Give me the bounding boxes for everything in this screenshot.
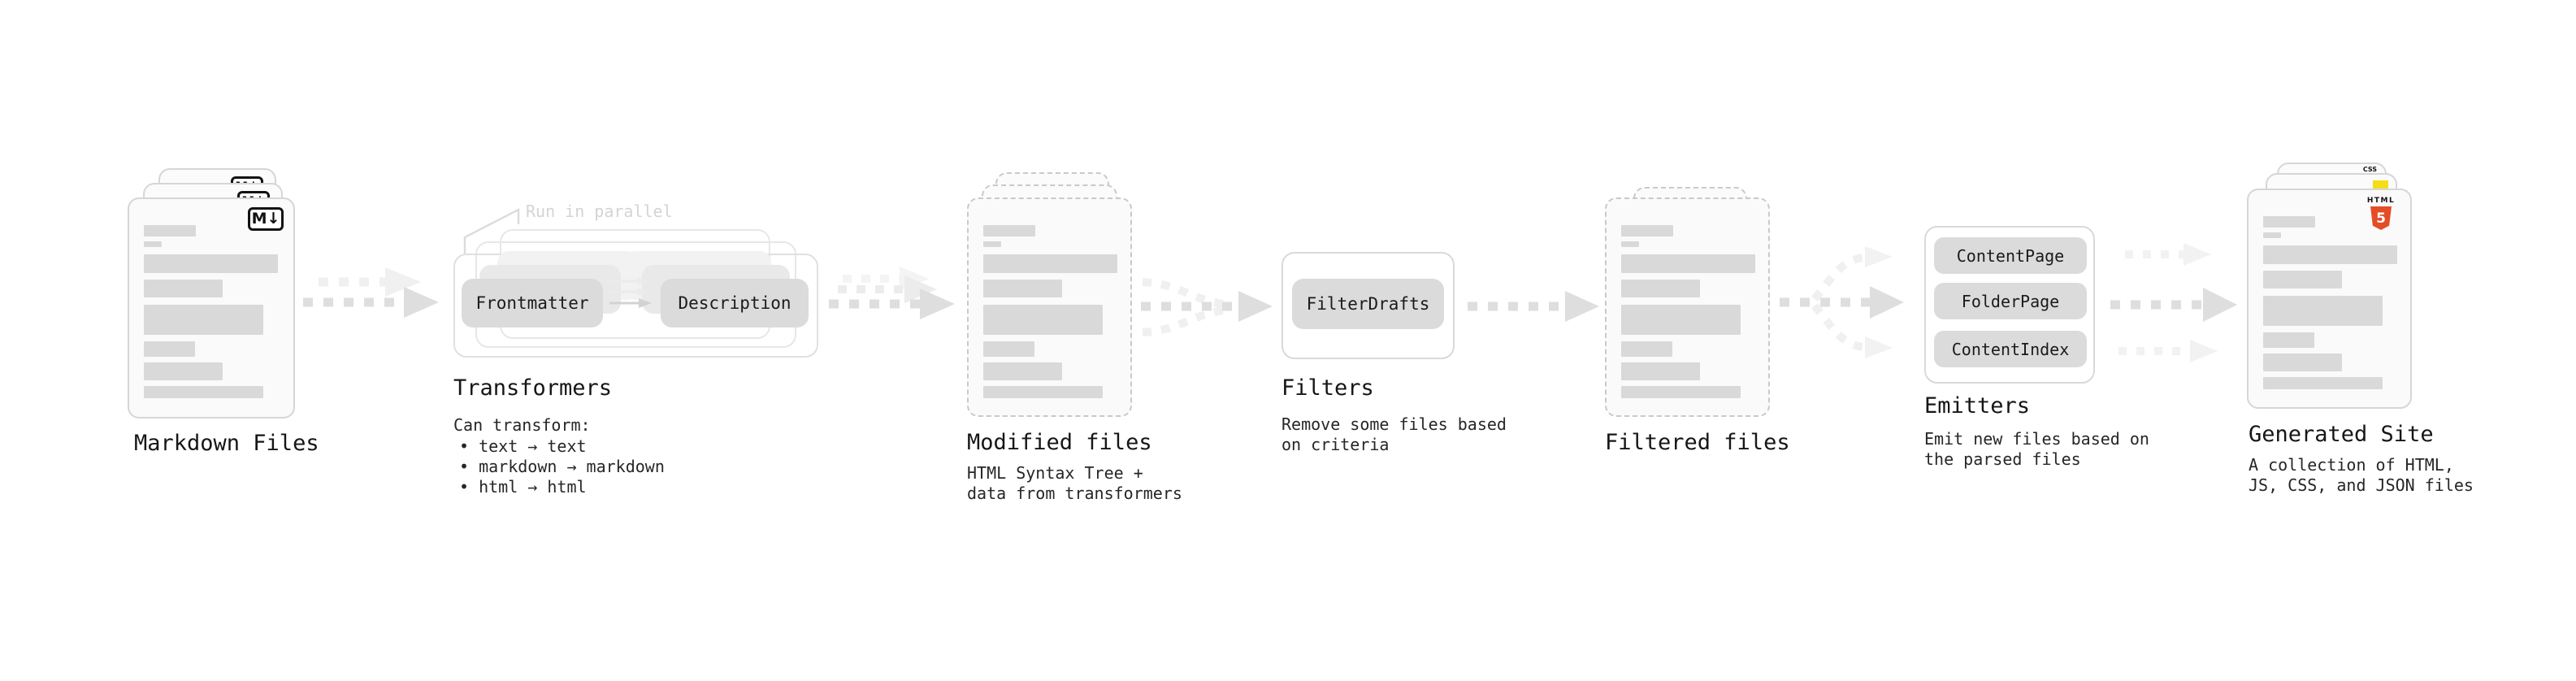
text-line-bar bbox=[144, 254, 278, 273]
text-line-bar bbox=[983, 305, 1103, 335]
filtered-file-card bbox=[1605, 197, 1770, 417]
text-line-bar bbox=[983, 225, 1035, 236]
text-line-bar bbox=[983, 386, 1103, 398]
contentindex-emitter-button: ContentIndex bbox=[1934, 331, 2087, 367]
text-line-bar bbox=[1621, 386, 1741, 398]
note-leader-line bbox=[463, 207, 520, 254]
document-content-bars bbox=[2249, 190, 2410, 407]
markdown-file-card: M↓ bbox=[128, 197, 295, 419]
emitters-desc: the parsed files bbox=[1924, 449, 2081, 469]
html-file-card: HTML 5 bbox=[2247, 189, 2412, 409]
filters-desc: Remove some files based bbox=[1281, 414, 1507, 434]
text-line-bar bbox=[144, 362, 223, 380]
text-line-bar bbox=[144, 280, 223, 297]
html5-icon-shield: 5 bbox=[2370, 206, 2392, 230]
stage-title-markdown-files: Markdown Files bbox=[134, 431, 319, 456]
emitters-stage: ContentPage FolderPage ContentIndex Emit… bbox=[1924, 226, 2149, 486]
filtered-files-stage: Filtered files bbox=[1603, 185, 1790, 462]
folderpage-emitter-button: FolderPage bbox=[1934, 283, 2087, 319]
filterdrafts-button: FilterDrafts bbox=[1292, 279, 1444, 329]
text-line-bar bbox=[983, 254, 1117, 273]
text-line-bar bbox=[1621, 225, 1673, 236]
modified-files-desc: data from transformers bbox=[967, 484, 1182, 503]
text-line-bar bbox=[2263, 377, 2383, 389]
text-line-bar bbox=[983, 362, 1062, 380]
text-line-bar bbox=[2263, 354, 2342, 371]
contentpage-emitter-button: ContentPage bbox=[1934, 237, 2087, 274]
text-line-bar bbox=[144, 305, 263, 335]
frontmatter-transformer-button: Frontmatter bbox=[462, 279, 603, 327]
parallel-arrows-icon bbox=[609, 277, 652, 308]
stage-title-filtered-files: Filtered files bbox=[1605, 430, 1790, 455]
text-line-bar bbox=[2263, 271, 2342, 288]
generated-site-desc: JS, CSS, and JSON files bbox=[2249, 475, 2474, 495]
description-transformer-button: Description bbox=[661, 279, 809, 327]
stage-title-filters: Filters bbox=[1281, 375, 1374, 401]
document-content-bars bbox=[1607, 199, 1768, 415]
arrow-transformers-to-modified bbox=[829, 267, 955, 319]
generated-site-desc: A collection of HTML, bbox=[2249, 455, 2454, 475]
transformers-bullet: • html → html bbox=[459, 477, 587, 497]
run-in-parallel-note: Run in parallel bbox=[526, 202, 673, 221]
transformers-bullet: • markdown → markdown bbox=[459, 457, 665, 476]
text-line-bar bbox=[1621, 254, 1755, 273]
filters-desc: on criteria bbox=[1281, 435, 1390, 454]
document-content-bars bbox=[969, 199, 1130, 415]
text-line-bar bbox=[983, 280, 1062, 297]
text-line-bar bbox=[144, 386, 263, 398]
text-line-bar bbox=[2263, 296, 2383, 326]
markdown-files-stage: M↓ M↓ M↓ Markdown Files bbox=[126, 163, 321, 471]
text-line-bar bbox=[1621, 280, 1700, 297]
modified-files-stage: Modified files HTML Syntax Tree + data f… bbox=[965, 169, 1182, 510]
modified-files-desc: HTML Syntax Tree + bbox=[967, 463, 1143, 483]
text-line-bar bbox=[144, 225, 196, 236]
text-line-bar bbox=[2263, 216, 2315, 228]
text-line-bar bbox=[983, 241, 1001, 247]
stage-title-transformers: Transformers bbox=[453, 375, 613, 401]
html5-icon: HTML 5 bbox=[2360, 197, 2402, 230]
transformers-stage: Run in parallel Frontmatter Description … bbox=[451, 199, 833, 504]
text-line-bar bbox=[1621, 341, 1672, 357]
filters-stage: FilterDrafts Filters Remove some files b… bbox=[1281, 252, 1507, 463]
document-content-bars bbox=[129, 199, 293, 417]
text-line-bar bbox=[2263, 245, 2397, 264]
text-line-bar bbox=[2263, 232, 2281, 238]
text-line-bar bbox=[983, 341, 1034, 357]
text-line-bar bbox=[2263, 332, 2314, 348]
arrow-filtered-to-emitters bbox=[1780, 246, 1904, 358]
stage-title-generated-site: Generated Site bbox=[2249, 422, 2434, 447]
arrow-markdown-to-transformers bbox=[303, 267, 439, 318]
transformers-desc-heading: Can transform: bbox=[453, 415, 591, 435]
modified-file-card bbox=[967, 197, 1132, 417]
text-line-bar bbox=[144, 341, 195, 357]
html5-icon-word: HTML bbox=[2366, 197, 2396, 205]
text-line-bar bbox=[1621, 362, 1700, 380]
arrow-emitters-to-site bbox=[2110, 243, 2237, 362]
text-line-bar bbox=[1621, 241, 1639, 247]
stage-title-emitters: Emitters bbox=[1924, 393, 2031, 419]
emitters-desc: Emit new files based on bbox=[1924, 429, 2149, 449]
text-line-bar bbox=[144, 241, 162, 247]
arrow-filters-to-filtered bbox=[1468, 291, 1599, 322]
transformers-bullet: • text → text bbox=[459, 436, 587, 456]
js-icon bbox=[2373, 180, 2388, 189]
arrow-modified-to-filters bbox=[1141, 278, 1273, 336]
text-line-bar bbox=[1621, 305, 1741, 335]
markdown-icon: M↓ bbox=[248, 207, 284, 231]
stage-title-modified-files: Modified files bbox=[967, 430, 1152, 455]
generated-site-stage: CSS HTML 5 Generated Site A collection o… bbox=[2245, 159, 2474, 517]
